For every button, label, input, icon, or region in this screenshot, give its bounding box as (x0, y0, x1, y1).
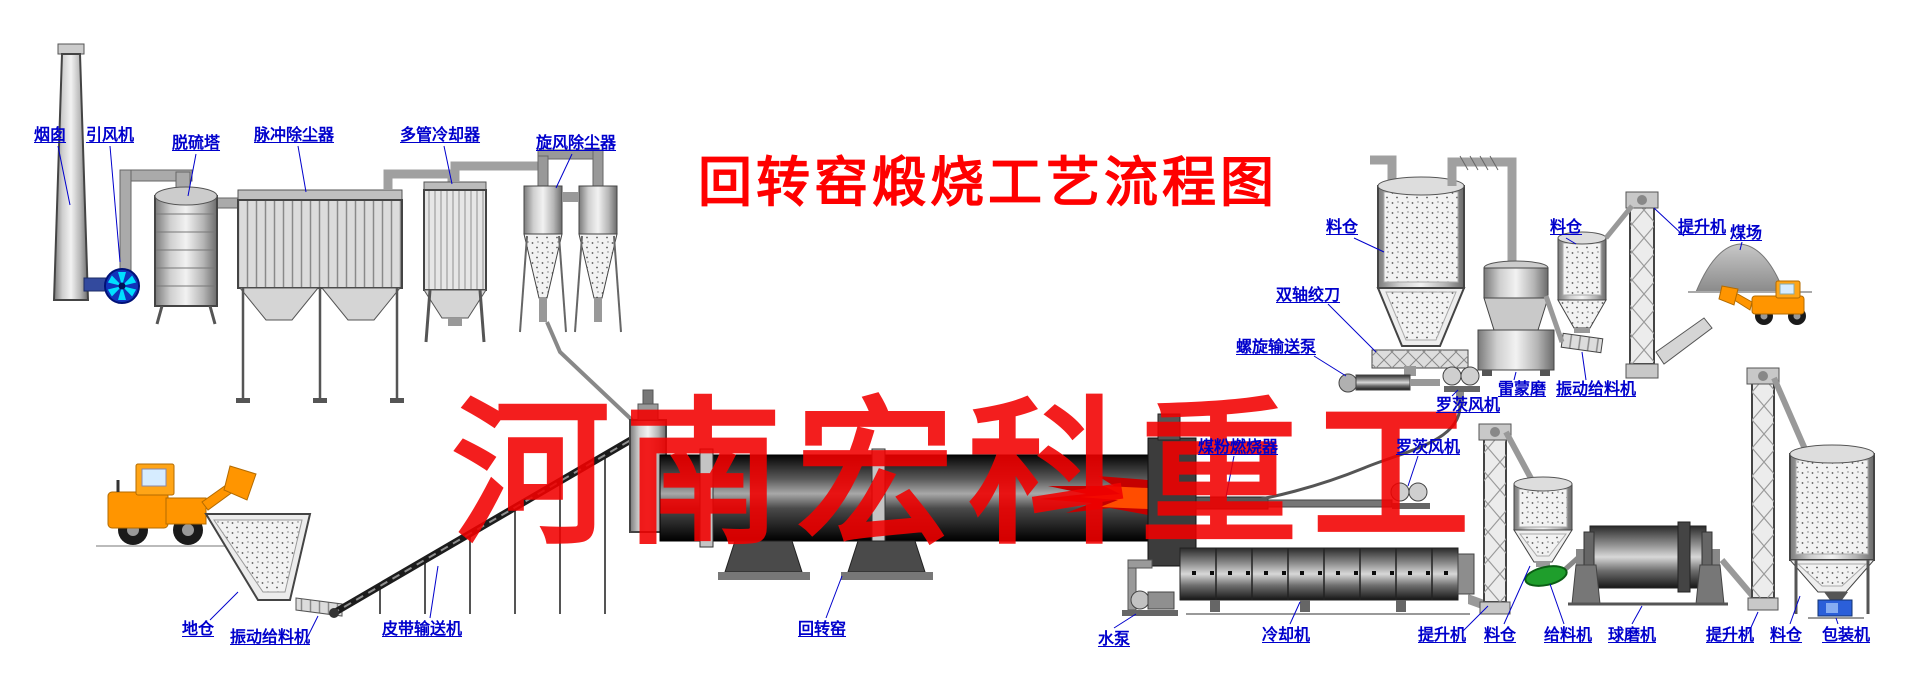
induced-fan-graphic (83, 268, 140, 304)
label-silo-top: 料仓 (1326, 219, 1359, 236)
screw-pump-graphic (1338, 366, 1440, 393)
roots-blower-top-graphic (1442, 366, 1480, 406)
packing-machine-graphic (1808, 592, 1864, 619)
label-rotary-kiln: 回转窑 (798, 621, 847, 638)
label-vibrating-feeder-mill: 振动给料机 (1556, 381, 1637, 398)
label-ground-bin: 地仓 (182, 621, 215, 638)
label-silo-product: 料仓 (1770, 627, 1803, 644)
loader-right (1718, 280, 1806, 325)
coal-elevator-graphic (1604, 191, 1713, 379)
mill-feeder-graphic (1543, 295, 1604, 354)
label-ball-mill: 球磨机 (1608, 627, 1657, 644)
label-elevator-cooler: 提升机 (1418, 627, 1467, 644)
label-pulse-dust-collector: 脉冲除尘器 (254, 127, 335, 144)
cyclone-collector-graphic (519, 149, 634, 422)
kiln-flame (1040, 476, 1148, 515)
label-coal-burner: 煤粉燃烧器 (1198, 439, 1279, 456)
label-multi-tube-cooler: 多管冷却器 (400, 127, 481, 144)
label-roots-blower-bottom: 罗茨风机 (1396, 439, 1461, 456)
desulfurization-tower-graphic (154, 186, 218, 325)
product-silo-graphic (1788, 444, 1876, 614)
pulse-collector-graphic (236, 169, 457, 403)
label-vibrating-feeder-bin: 振动给料机 (230, 629, 311, 646)
label-desulfurization-tower: 脱硫塔 (172, 135, 221, 152)
label-coal-yard: 煤场 (1730, 225, 1763, 242)
label-cyclone-dust-collector: 旋风除尘器 (536, 135, 617, 152)
label-silo-mill: 料仓 (1484, 627, 1517, 644)
label-belt-conveyor: 皮带输送机 (382, 621, 463, 638)
roots-blower-bottom-graphic (1390, 482, 1430, 509)
multi-tube-cooler-graphic (423, 161, 548, 343)
ball-mill-graphic (1568, 521, 1728, 606)
label-feeder: 给料机 (1544, 627, 1593, 644)
loader-left (96, 463, 257, 547)
coal-silo-graphic (1370, 155, 1517, 347)
ground-bin-graphic (204, 513, 343, 617)
kiln-hood (1147, 413, 1269, 567)
label-cooler-machine: 冷却机 (1262, 627, 1311, 644)
product-elevator-graphic (1719, 367, 1811, 611)
label-raymond-mill: 雷蒙磨 (1498, 381, 1547, 398)
raymond-mill-graphic (1477, 260, 1555, 376)
chimney-graphic (52, 43, 90, 301)
double-shaft-auger-graphic (1371, 349, 1469, 369)
coal-yard-graphic (1688, 243, 1812, 293)
label-roots-blower-top: 罗茨风机 (1436, 397, 1501, 414)
label-packing-machine: 包装机 (1822, 627, 1871, 644)
label-silo-top2: 料仓 (1550, 219, 1583, 236)
label-elevator-product: 提升机 (1706, 627, 1755, 644)
cooler-elevator-graphic (1478, 423, 1537, 615)
label-induced-draft-fan: 引风机 (86, 127, 135, 144)
label-screw-conveyor-pump: 螺旋输送泵 (1236, 339, 1317, 356)
leader-lines (57, 145, 1839, 645)
label-double-shaft-auger: 双轴绞刀 (1276, 287, 1341, 304)
mill-hopper-graphic (1513, 476, 1573, 567)
label-chimney: 烟囱 (34, 127, 67, 144)
page-title: 回转窑煅烧工艺流程图 (698, 153, 1278, 213)
mill-silo-graphic (1557, 231, 1607, 333)
water-pump-graphic (1122, 559, 1178, 616)
label-elevator-top: 提升机 (1678, 219, 1727, 236)
label-water-pump: 水泵 (1098, 631, 1131, 648)
watermark: 河南宏科重工 (452, 387, 1484, 563)
